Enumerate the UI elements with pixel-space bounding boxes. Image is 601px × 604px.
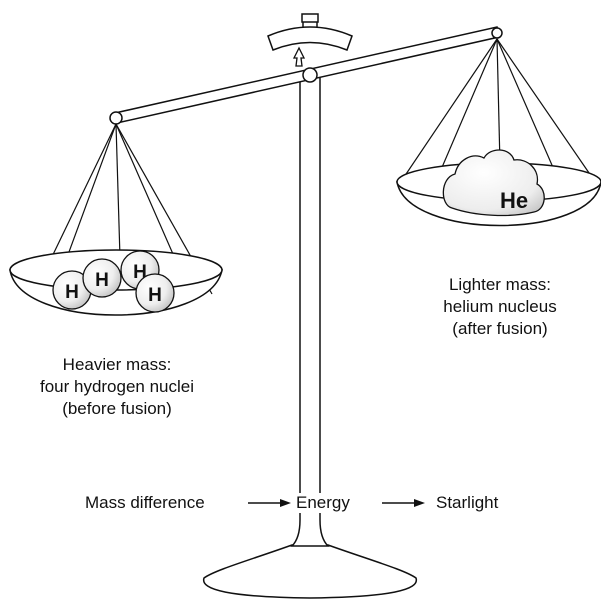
left-beam-end [110,112,122,124]
left-pan-caption: Heavier mass: four hydrogen nuclei (befo… [14,354,220,420]
hydrogen-symbol: H [65,282,79,303]
gauge-pointer [294,48,304,66]
helium-nucleus: He [443,150,544,216]
energy-label: Energy [294,493,352,513]
hydrogen-nucleus: H [136,274,174,312]
flow-arrow [248,499,291,507]
right-beam-end [492,28,502,38]
scale-pillar [292,72,328,546]
left-caption-line: Heavier mass: [14,354,220,376]
hydrogen-symbol: H [148,285,162,306]
left-caption-line: four hydrogen nuclei [14,376,220,398]
right-caption-line: (after fusion) [405,318,595,340]
hydrogen-symbol: H [95,270,109,291]
gauge-arc [268,27,352,50]
right-pan-caption: Lighter mass: helium nucleus (after fusi… [405,274,595,340]
hydrogen-nucleus: H [83,259,121,297]
scale-base [204,545,417,598]
beam-pivot [303,68,317,82]
helium-symbol: He [500,188,528,213]
mass-difference-label: Mass difference [85,493,205,513]
right-caption-line: Lighter mass: [405,274,595,296]
left-caption-line: (before fusion) [14,398,220,420]
flow-arrow [382,499,425,507]
starlight-label: Starlight [436,493,498,513]
pillar-top [302,14,318,22]
right-caption-line: helium nucleus [405,296,595,318]
